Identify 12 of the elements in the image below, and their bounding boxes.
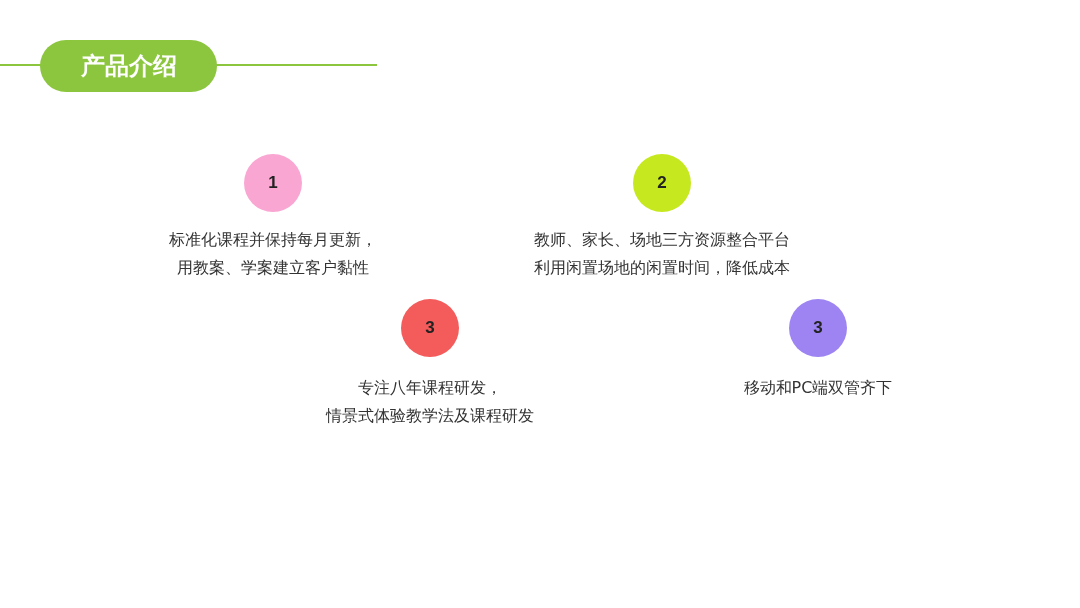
number-circle: 3 xyxy=(789,299,847,357)
number-circle: 1 xyxy=(244,154,302,212)
caption-text: 移动和PC端双管齐下 xyxy=(743,378,893,398)
number-circle: 2 xyxy=(633,154,691,212)
caption-text: 利用闲置场地的闲置时间，降低成本 xyxy=(534,258,790,278)
title-pill: 产品介绍 xyxy=(40,40,217,92)
number-circle: 3 xyxy=(401,299,459,357)
caption-text: 标准化课程并保持每月更新， xyxy=(169,230,377,250)
caption-text: 情景式体验教学法及课程研发 xyxy=(326,406,534,426)
caption-text: 教师、家长、场地三方资源整合平台 xyxy=(534,230,790,250)
caption-text: 专注八年课程研发， xyxy=(358,378,502,398)
caption-text: 用教案、学案建立客户黏性 xyxy=(177,258,369,278)
